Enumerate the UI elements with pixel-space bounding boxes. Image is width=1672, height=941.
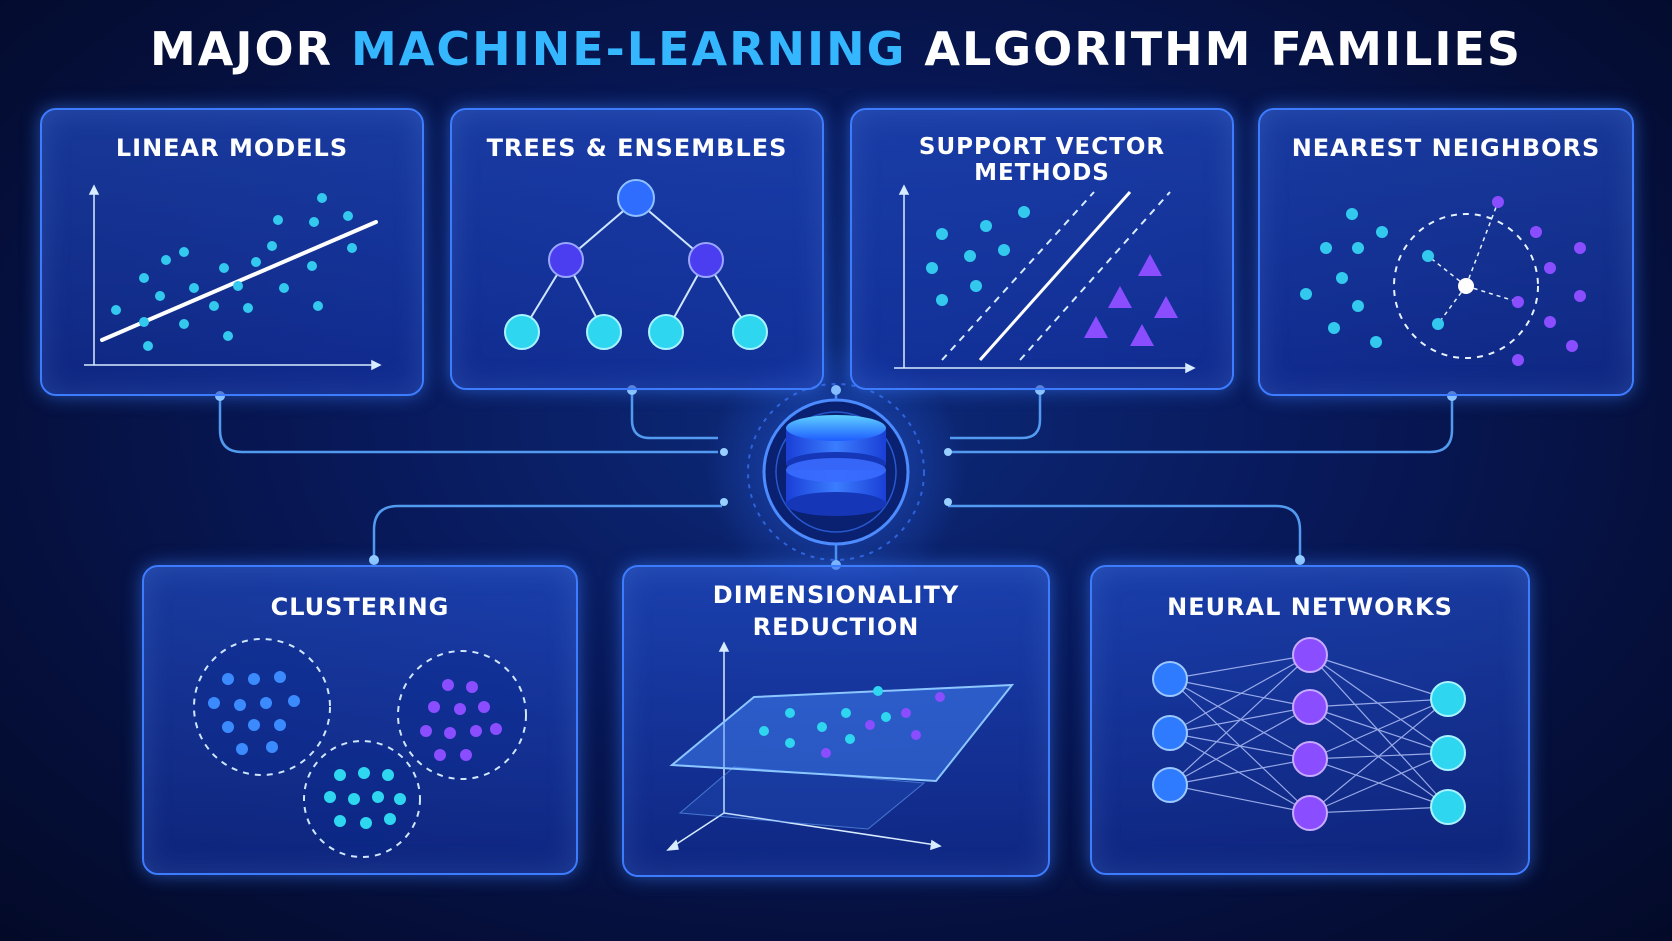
- clusters-icon: [193, 638, 527, 858]
- card-label: TREES & ENSEMBLES: [486, 134, 788, 162]
- connector-lines: [218, 390, 1454, 565]
- card-label: SUPPORT VECTOR METHODS: [918, 134, 1166, 186]
- card-dimensionality-reduction[interactable]: DIMENSIONALITY REDUCTION: [622, 565, 1050, 877]
- title-part-3: ALGORITHM FAMILIES: [906, 22, 1523, 76]
- card-neural-networks[interactable]: NEURAL NETWORKS: [1090, 565, 1530, 875]
- card-label: CLUSTERING: [270, 593, 450, 621]
- card-clustering[interactable]: CLUSTERING: [142, 565, 578, 875]
- title-part-1: MAJOR: [149, 22, 352, 76]
- card-label: NEAREST NEIGHBORS: [1291, 134, 1601, 162]
- knn-icon: [1300, 196, 1586, 366]
- database-icon: [706, 342, 966, 602]
- card-linear-models[interactable]: LINEAR MODELS: [40, 108, 424, 396]
- card-label-line-2: REDUCTION: [752, 613, 920, 641]
- decision-tree-icon: [504, 179, 768, 350]
- page-title: MAJOR MACHINE-LEARNING ALGORITHM FAMILIE…: [0, 22, 1672, 76]
- card-nearest-neighbors[interactable]: NEAREST NEIGHBORS: [1258, 108, 1634, 396]
- card-support-vector-methods[interactable]: SUPPORT VECTOR METHODS: [850, 108, 1234, 390]
- card-label-line-1: DIMENSIONALITY: [712, 581, 960, 609]
- scatter-regression-icon: [84, 184, 382, 371]
- neural-network-icon: [1152, 637, 1466, 831]
- card-trees-ensembles[interactable]: TREES & ENSEMBLES: [450, 108, 824, 390]
- svm-margin-icon: [894, 184, 1196, 374]
- card-label: NEURAL NETWORKS: [1167, 593, 1453, 621]
- projection-plane-icon: [666, 641, 1015, 851]
- title-part-2: MACHINE-LEARNING: [351, 22, 907, 76]
- card-label: LINEAR MODELS: [115, 134, 349, 162]
